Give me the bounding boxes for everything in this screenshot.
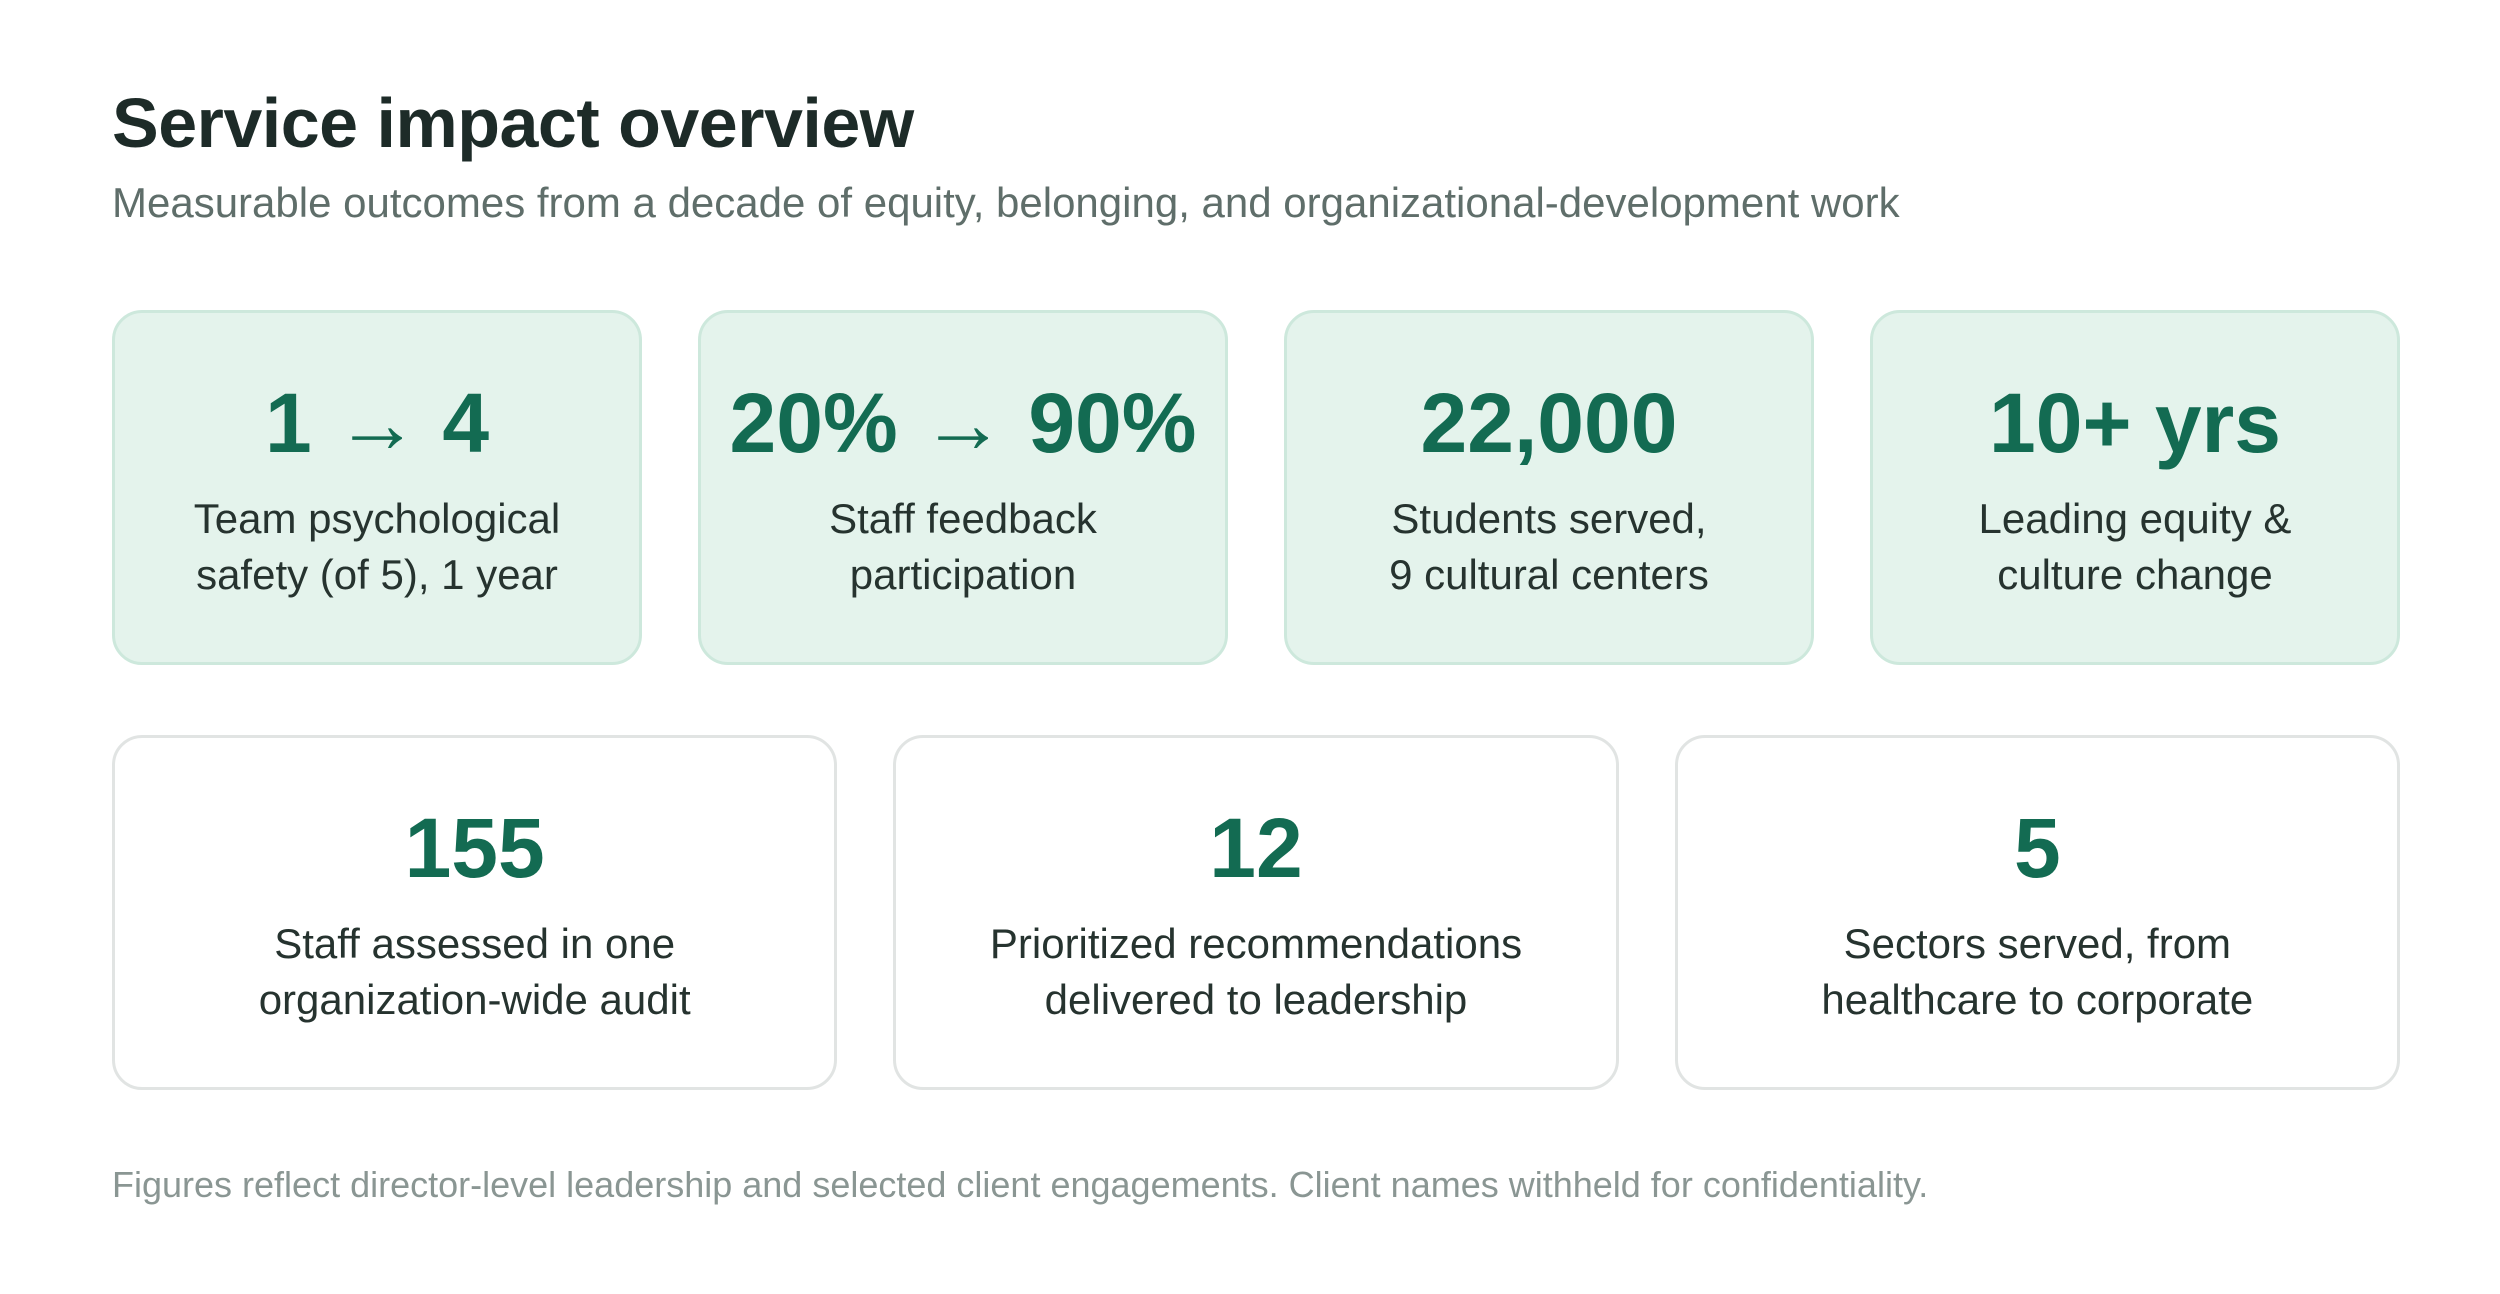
- stat-value: 12: [1209, 800, 1303, 895]
- stat-label-line: Team psychological: [193, 494, 561, 542]
- stat-card-psychological-safety: 1 → 4 Team psychological safety (of 5), …: [112, 310, 642, 665]
- stat-value: 5: [2013, 800, 2061, 895]
- stat-label: Students served, 9 cultural centers: [1389, 491, 1709, 603]
- stat-label-line: Staff feedback: [829, 494, 1097, 542]
- stat-label-line: safety (of 5), 1 year: [196, 550, 558, 598]
- stat-card-sectors-served: 5 Sectors served, from healthcare to cor…: [1674, 735, 2400, 1090]
- highlight-stats-row: 1 → 4 Team psychological safety (of 5), …: [112, 310, 2400, 665]
- stat-label: Staff feedback participation: [829, 491, 1097, 603]
- stat-label-line: Students served,: [1391, 494, 1707, 542]
- stat-label: Team psychological safety (of 5), 1 year: [194, 491, 561, 603]
- stat-label-line: Prioritized recommendations: [989, 919, 1523, 967]
- stat-value: 155: [404, 800, 545, 895]
- stat-label: Leading equity & culture change: [1979, 491, 2292, 603]
- stat-label: Sectors served, from healthcare to corpo…: [1821, 916, 2253, 1028]
- stat-card-feedback-participation: 20% → 90% Staff feedback participation: [698, 310, 1228, 665]
- stat-label-line: 9 cultural centers: [1389, 550, 1709, 598]
- stat-label-line: organization-wide audit: [258, 975, 691, 1023]
- secondary-stats-row: 155 Staff assessed in one organization-w…: [112, 735, 2400, 1090]
- stat-label-line: participation: [849, 550, 1077, 598]
- footnote: Figures reflect director-level leadershi…: [112, 1164, 1929, 1205]
- stat-label-line: Staff assessed in one: [274, 919, 676, 967]
- stat-label-line: culture change: [1997, 550, 2273, 598]
- stat-value: 22,000: [1420, 375, 1678, 470]
- stat-card-recommendations: 12 Prioritized recommendations delivered…: [893, 735, 1619, 1090]
- stat-card-students-served: 22,000 Students served, 9 cultural cente…: [1284, 310, 1814, 665]
- stat-label: Staff assessed in one organization-wide …: [259, 916, 691, 1028]
- stat-value: 10+ yrs: [1989, 375, 2281, 470]
- page-title: Service impact overview: [112, 84, 914, 162]
- stat-label-line: Leading equity &: [1978, 494, 2292, 542]
- stat-value: 1 → 4: [264, 375, 490, 470]
- stat-value: 20% → 90%: [729, 375, 1197, 470]
- stat-label: Prioritized recommendations delivered to…: [990, 916, 1522, 1028]
- stat-card-staff-assessed: 155 Staff assessed in one organization-w…: [112, 735, 838, 1090]
- stat-label-line: delivered to leadership: [1044, 975, 1468, 1023]
- stat-card-years-leading: 10+ yrs Leading equity & culture change: [1870, 310, 2400, 665]
- page-subtitle: Measurable outcomes from a decade of equ…: [112, 179, 1900, 226]
- stat-label-line: healthcare to corporate: [1821, 975, 2254, 1023]
- stat-label-line: Sectors served, from: [1843, 919, 2232, 967]
